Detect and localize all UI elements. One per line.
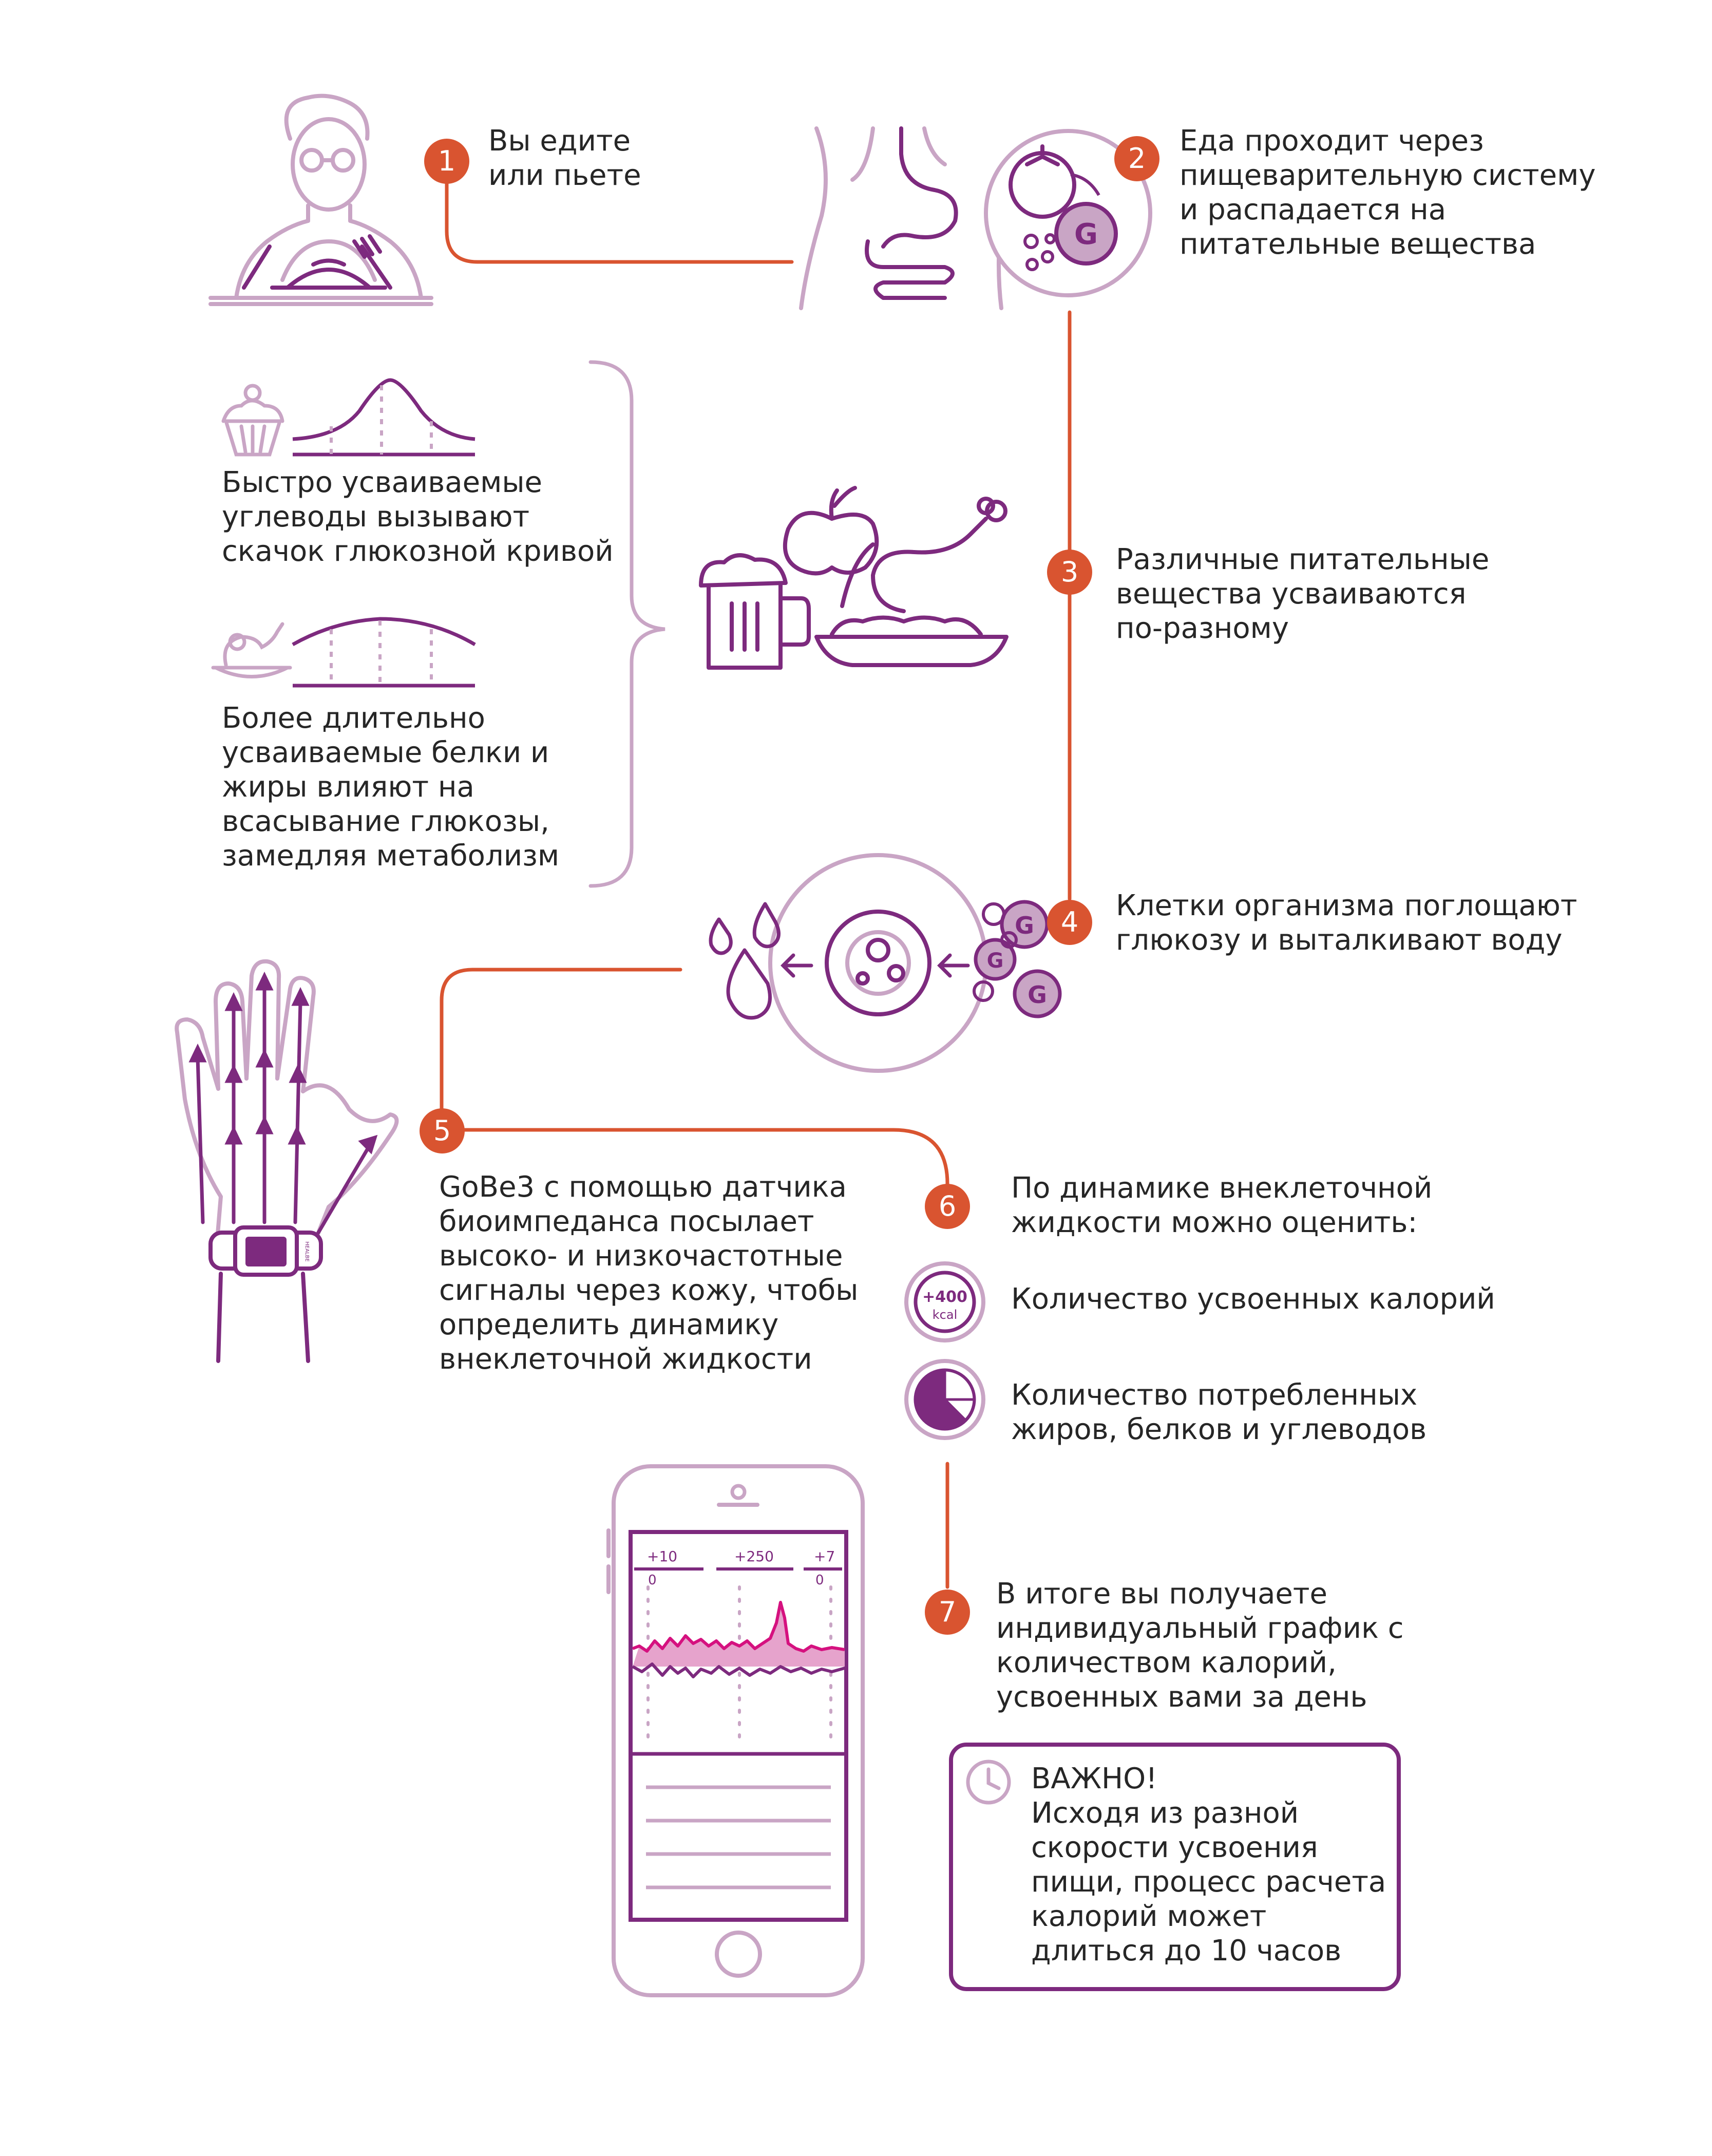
plate-food-icon <box>242 234 392 290</box>
phone-screen <box>629 1530 848 1922</box>
glucose-molecule-icon <box>1054 202 1118 266</box>
step-badge-4: 4 <box>1047 900 1092 945</box>
step-badge-5: 5 <box>420 1108 465 1153</box>
phone-chart-area <box>633 1602 845 1667</box>
curves-bracket <box>588 360 665 888</box>
cupcake-icon <box>221 384 284 457</box>
connector-4-5 <box>440 968 682 1111</box>
step-badge-3: 3 <box>1047 550 1092 595</box>
svg-text:G: G <box>987 949 1004 973</box>
step-badge-6: 6 <box>925 1184 970 1229</box>
fast-glucose-curve <box>292 378 475 457</box>
step-2-text: Еда проходит через пищеварительную систе… <box>1180 124 1596 261</box>
glucose-letter: G <box>1074 218 1098 251</box>
signal-arrows-icon <box>188 971 378 1235</box>
phone-home-button <box>715 1931 762 1978</box>
food-group-icon <box>699 486 1009 670</box>
phone-chart-baseline <box>632 1662 845 1678</box>
calories-badge-unit: kcal <box>933 1308 957 1322</box>
important-note-title: ВАЖНО! <box>1031 1762 1157 1795</box>
phone-chart-zero-2: 0 <box>815 1573 824 1588</box>
phone-chart-gridlines <box>646 1585 832 1748</box>
step-badge-1: 1 <box>424 139 469 184</box>
forearm-icon <box>216 1272 310 1363</box>
clock-icon <box>966 1760 1011 1805</box>
important-note-box <box>949 1743 1401 1991</box>
step-5-text: GoBe3 с помощью датчика биоимпеданса пос… <box>439 1170 859 1376</box>
slow-glucose-curve <box>292 617 476 688</box>
plate-icon <box>814 635 1009 667</box>
hand-icon <box>175 959 399 1260</box>
cell-zoom-circle <box>768 853 988 1073</box>
connector-5-6 <box>463 1128 949 1194</box>
tomato-icon <box>1009 144 1076 219</box>
arrow-left-icon <box>781 953 970 978</box>
step-badge-7: 7 <box>925 1590 970 1635</box>
stomach-icon <box>865 126 958 300</box>
step-3-text: Различные питательные вещества усваивают… <box>1116 543 1490 645</box>
important-note-text: ВАЖНО! Исходя из разной скорости усвоени… <box>1031 1762 1386 1968</box>
phone-chart-line <box>632 1601 845 1653</box>
beer-mug-icon <box>707 583 783 670</box>
chicken-plate-icon <box>211 622 292 678</box>
calories-label: Количество усвоенных калорий <box>1011 1282 1495 1316</box>
step-4-text: Клетки организма поглощают глюкозу и выт… <box>1116 889 1577 957</box>
fast-carbs-text: Быстро усваиваемые углеводы вызывают ска… <box>222 466 614 568</box>
slow-protein-fat-text: Более длительно усваиваемые белки и жиры… <box>222 702 560 873</box>
phone-chart-label-2: +250 <box>734 1548 774 1565</box>
water-drops-icon <box>709 902 781 1020</box>
svg-text:G: G <box>1028 981 1047 1009</box>
nutrient-particles-icon <box>1023 173 1100 271</box>
chicken-leg-icon <box>871 517 988 613</box>
phone-list-lines <box>646 1785 831 1889</box>
person-eating-icon <box>208 93 433 306</box>
calories-icon: +400 kcal <box>904 1261 985 1342</box>
bracelet-icon: HEALBE <box>208 1225 323 1277</box>
phone-chart-zero-1: 0 <box>648 1573 657 1588</box>
cell-icon <box>825 910 931 1016</box>
svg-text:G: G <box>1015 912 1034 939</box>
apple-icon <box>783 510 879 576</box>
macros-pie-icon <box>904 1359 985 1440</box>
phone-icon: +10 +250 +7 0 0 <box>606 1464 865 1997</box>
step-1-text: Вы едите или пьете <box>488 124 641 192</box>
connector-1-2 <box>445 176 794 264</box>
step-6-text: По динамике внеклеточной жидкости можно … <box>1011 1171 1433 1239</box>
step-7-text: В итоге вы получаете индивидуальный граф… <box>996 1577 1404 1714</box>
phone-chart-label-1: +10 <box>647 1548 677 1565</box>
step-badge-2: 2 <box>1114 136 1159 181</box>
phone-chart-label-3: +7 <box>814 1548 835 1565</box>
flow-connectors <box>440 176 1072 1589</box>
watch-brand: HEALBE <box>304 1241 310 1261</box>
macros-label: Количество потребленных жиров, белков и … <box>1011 1378 1427 1446</box>
glucose-cluster-icon: G G G <box>973 900 1062 1018</box>
calories-badge-value: +400 <box>922 1288 967 1306</box>
